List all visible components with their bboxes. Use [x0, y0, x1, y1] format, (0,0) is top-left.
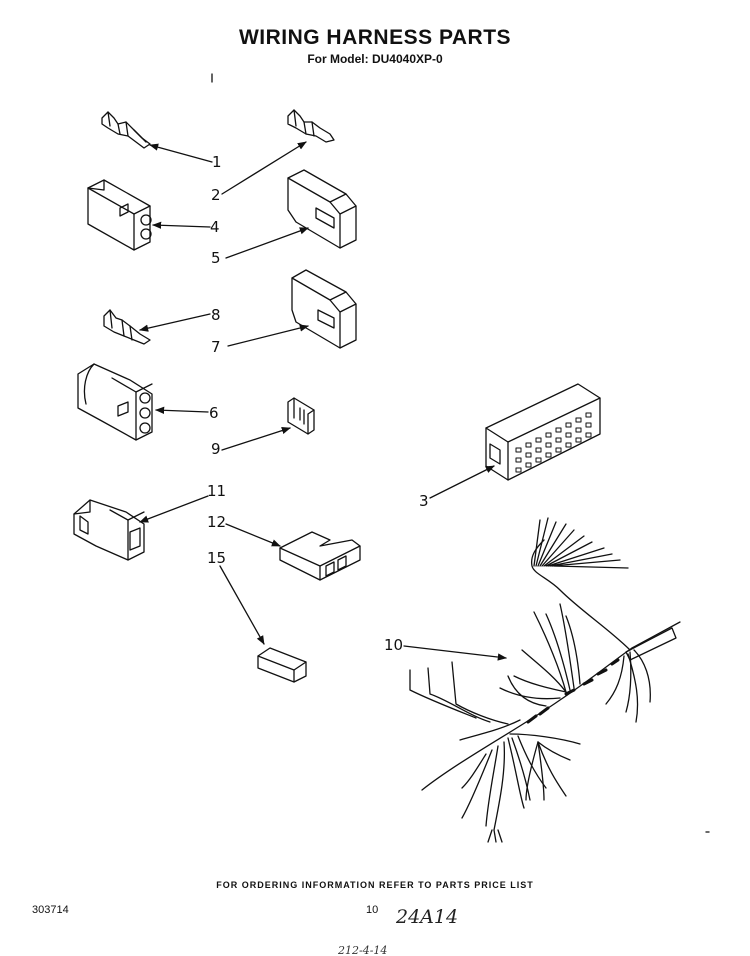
callout-4: 4	[210, 218, 220, 236]
part-5-connector-housing	[287, 169, 357, 249]
part-12-terminal-block	[279, 531, 361, 581]
leader-12	[225, 523, 281, 547]
part-9-clip	[287, 397, 315, 435]
page-title: WIRING HARNESS PARTS	[238, 26, 512, 49]
leader-10	[403, 645, 507, 661]
part-8-terminal	[103, 309, 151, 345]
part-3-multipin-block	[485, 383, 601, 481]
part-2-terminal	[287, 109, 335, 143]
callout-6: 6	[209, 404, 219, 422]
callout-15: 15	[207, 549, 227, 567]
leader-15	[219, 565, 265, 645]
callout-11: 11	[207, 482, 227, 500]
leader-9	[221, 427, 291, 451]
page-number: 10	[366, 904, 379, 916]
pin-cavities	[515, 412, 592, 473]
leader-5	[225, 227, 309, 259]
callout-10: 10	[384, 636, 404, 654]
callout-1: 1	[212, 153, 222, 171]
document-number: 303714	[32, 904, 69, 916]
leader-3	[429, 465, 495, 499]
leader-2	[221, 141, 307, 195]
ordering-note: FOR ORDERING INFORMATION REFER TO PARTS …	[216, 880, 534, 890]
leader-7	[227, 324, 309, 347]
part-1-terminal	[101, 111, 151, 149]
callout-3: 3	[419, 492, 429, 510]
handwritten-note-2: 212-4-14	[338, 944, 388, 956]
part-7-connector-housing	[291, 269, 357, 349]
part-10-wiring-harness	[409, 517, 681, 843]
leader-1	[149, 143, 213, 163]
callout-5: 5	[211, 249, 221, 267]
leader-4	[152, 221, 211, 229]
callout-9: 9	[211, 440, 221, 458]
callout-2: 2	[211, 186, 221, 204]
model-subtitle: For Model: DU4040XP-0	[307, 52, 443, 66]
handwritten-note: 24A14	[396, 906, 459, 928]
callout-8: 8	[211, 306, 221, 324]
leader-11	[139, 495, 209, 523]
part-6-connector-housing	[77, 363, 153, 441]
leader-8	[139, 313, 211, 332]
callout-7: 7	[211, 338, 221, 356]
part-15-block	[257, 647, 307, 683]
part-4-connector-housing	[87, 179, 152, 251]
leader-6	[155, 406, 209, 414]
callout-12: 12	[207, 513, 227, 531]
part-11-connector-housing	[73, 499, 145, 561]
